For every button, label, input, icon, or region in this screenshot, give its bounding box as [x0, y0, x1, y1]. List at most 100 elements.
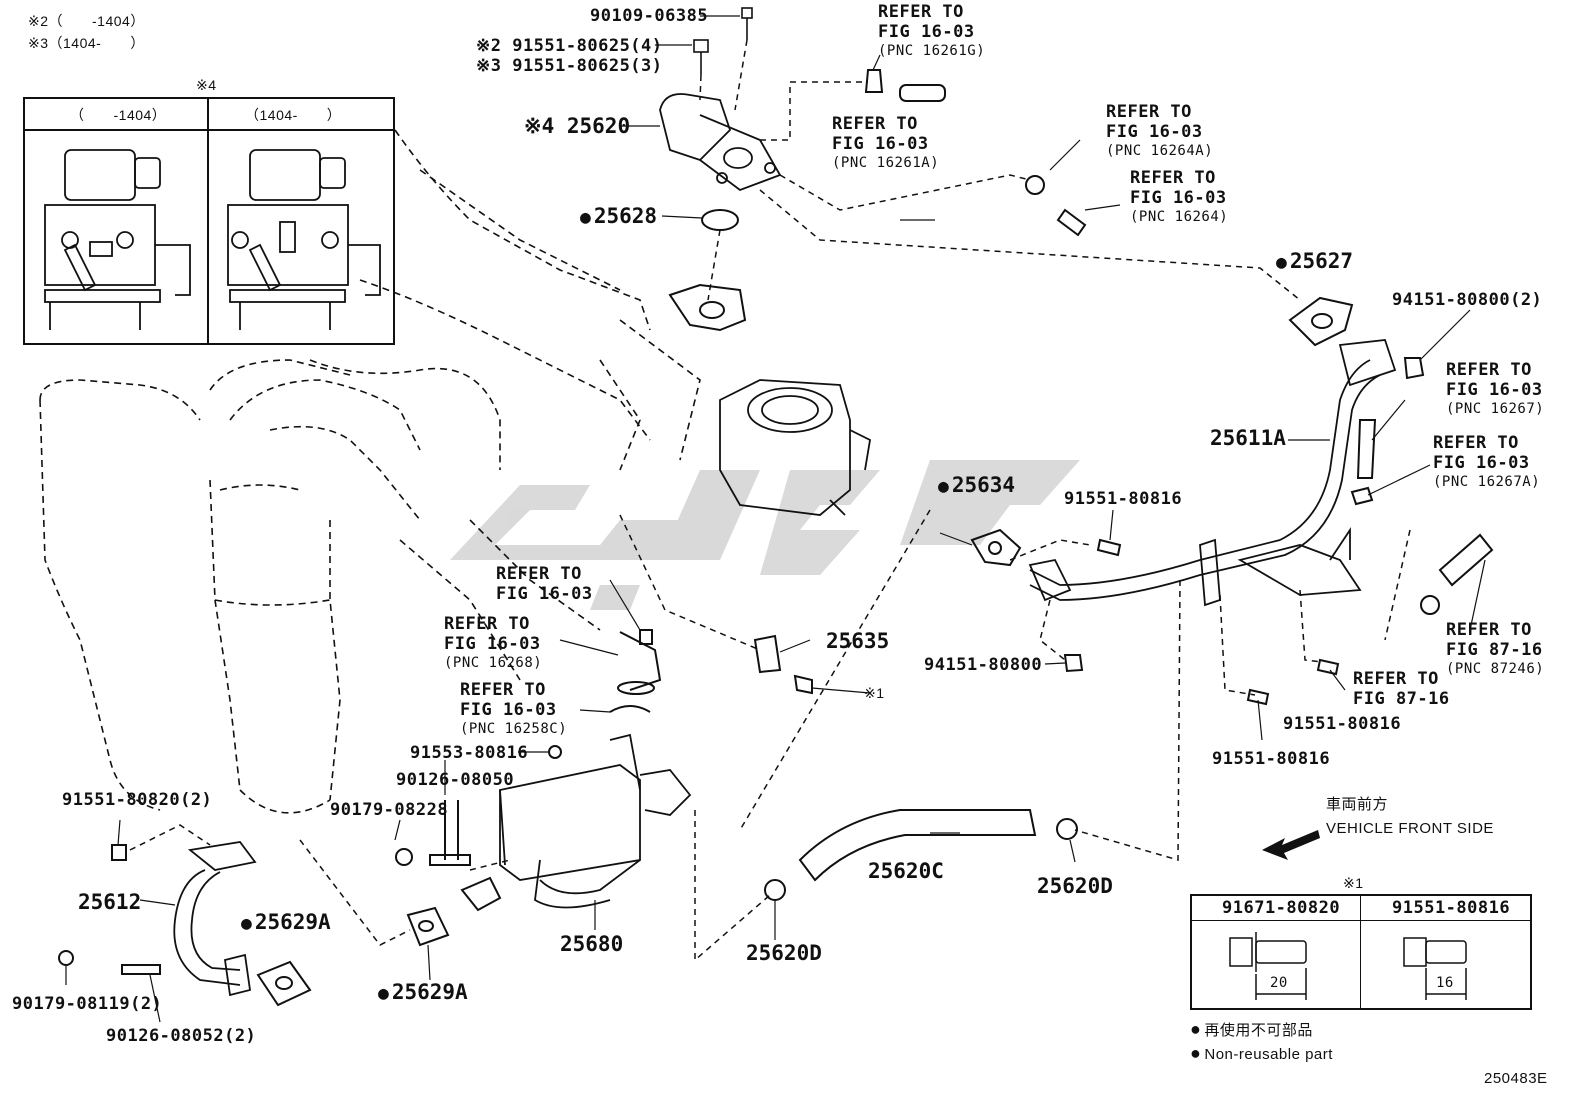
- refer-16267A: REFER TO FIG 16-03 (PNC 16267A): [1433, 433, 1541, 490]
- front-label-en: VEHICLE FRONT SIDE: [1326, 820, 1494, 837]
- clamp-87246: [1420, 595, 1440, 615]
- pipe-25612: [173, 841, 257, 997]
- refer-16261A: REFER TO FIG 16-03 (PNC 16261A): [832, 114, 940, 171]
- nut-94151-top: [1403, 357, 1425, 380]
- bolt-91551-80820: [111, 844, 127, 861]
- part-label: 25620C: [868, 859, 944, 883]
- front-label-jp: 車両前方: [1326, 796, 1389, 813]
- bolt-table: 91671-80820 91551-80816 20 16: [1190, 894, 1532, 1010]
- nut-90179-08119: [58, 950, 74, 966]
- nut-90179-08228: [395, 848, 413, 866]
- gasket-25628: [701, 209, 739, 231]
- part-label: 25620D: [746, 941, 822, 965]
- inset-left-header: （ -1404）: [70, 107, 167, 123]
- bolt-table-col2: 91551-80816: [1392, 898, 1511, 918]
- gasket-16258C: [609, 705, 651, 713]
- engine-outline: [39, 129, 701, 814]
- bolt-dim-16: 16: [1436, 975, 1454, 991]
- refer-16264: REFER TO FIG 16-03 (PNC 16264): [1130, 168, 1229, 225]
- nut-94151: [1063, 654, 1084, 673]
- bracket-25635: [753, 634, 782, 674]
- bolt-table-mark: ※1: [1343, 875, 1364, 891]
- egr-cooler-25680: [499, 733, 692, 909]
- part-label: 91551-80820(2): [62, 790, 213, 810]
- bolt-91553: [548, 745, 562, 759]
- refer-87-16: REFER TO FIG 87-16: [1353, 669, 1450, 709]
- part-label: 94151-80800(2): [1392, 290, 1543, 310]
- egr-valve: [659, 93, 782, 192]
- legend-jp: 再使用不可部品: [1190, 1020, 1313, 1040]
- hose-16267: [1356, 419, 1377, 479]
- part-label: 91551-80816: [1212, 749, 1331, 769]
- clamp-16267A: [1350, 486, 1374, 506]
- part-label: 94151-80800: [924, 655, 1043, 675]
- hose-16261G: [899, 84, 946, 102]
- note-1-ref: ※1: [864, 685, 885, 701]
- part-label: ※3 91551-80625(3): [476, 56, 663, 76]
- pipe-16268: [619, 631, 662, 691]
- inset-mark: ※4: [196, 77, 217, 93]
- bolt-91551-80816-a: [1096, 538, 1122, 557]
- part-label: 90179-08119(2): [12, 994, 163, 1014]
- clamp-25620D-right: [1056, 818, 1078, 840]
- part-label: 90179-08228: [330, 800, 449, 820]
- note-3: ※3（1404- ）: [28, 35, 145, 51]
- legend-en: Non-reusable part: [1190, 1044, 1333, 1064]
- part-label: 25635: [826, 629, 890, 653]
- part-label-nonreusable: 25628: [580, 204, 657, 230]
- front-arrow-icon: [1262, 830, 1320, 860]
- bolt-note1: [793, 674, 813, 695]
- part-label-nonreusable: 25629A: [241, 910, 331, 936]
- bolt-91551-80816-b: [1316, 658, 1340, 676]
- part-label: 91551-80816: [1064, 489, 1183, 509]
- gasket-25627: [1288, 296, 1354, 347]
- part-label: 90126-08050: [396, 770, 515, 790]
- refer-87246: REFER TO FIG 87-16 (PNC 87246): [1446, 620, 1545, 677]
- bolt-91551-80625: [693, 39, 709, 75]
- refer-16268: REFER TO FIG 16-03 (PNC 16268): [444, 614, 543, 671]
- bolt-16-03: [639, 629, 653, 645]
- part-label-nonreusable: 25627: [1276, 249, 1353, 275]
- gasket-25634: [970, 528, 1022, 567]
- refer-16261G: REFER TO FIG 16-03 (PNC 16261G): [878, 2, 986, 59]
- refer-16267: REFER TO FIG 16-03 (PNC 16267): [1446, 360, 1545, 417]
- clamp-16264A: [1025, 175, 1045, 195]
- hose-87246: [1438, 533, 1494, 587]
- refer-16264A: REFER TO FIG 16-03 (PNC 16264A): [1106, 102, 1214, 159]
- bolt-91551-80816-c: [1246, 688, 1270, 706]
- part-label: ※2 91551-80625(4): [476, 36, 663, 56]
- inset-right-header: （1404- ）: [245, 107, 342, 123]
- bolt-drawings: [1229, 932, 1467, 1000]
- stud-90126-08050: [429, 854, 471, 866]
- intake-flange: [668, 283, 747, 332]
- note-2: ※2（ -1404）: [28, 13, 145, 29]
- part-label: 25612: [78, 890, 142, 914]
- throttle-body: [719, 379, 871, 516]
- clamp-16261A: [864, 69, 884, 93]
- stud-90126-08052: [121, 964, 161, 975]
- gasket-25629A-left: [256, 960, 312, 1007]
- part-label: 25611A: [1210, 426, 1286, 450]
- part-label-nonreusable: 25634: [938, 473, 1015, 499]
- part-label: 90126-08052(2): [106, 1026, 257, 1046]
- part-label: 91553-80816: [410, 743, 529, 763]
- part-label-nonreusable: 25629A: [378, 980, 468, 1006]
- part-label: 90109-06385: [590, 6, 709, 26]
- egr-valve-variant-right: [227, 149, 381, 330]
- refer-16-03: REFER TO FIG 16-03: [496, 564, 593, 604]
- part-label: 25620D: [1037, 874, 1113, 898]
- hose-25620C: [798, 809, 1037, 882]
- hose-16264: [1056, 208, 1087, 237]
- part-label: ※4 25620: [524, 114, 631, 138]
- part-label: 25680: [560, 932, 624, 956]
- refer-16258C: REFER TO FIG 16-03 (PNC 16258C): [460, 680, 568, 737]
- gasket-upper: [460, 876, 502, 912]
- diagram-code: 250483E: [1484, 1070, 1548, 1087]
- part-label: 91551-80816: [1283, 714, 1402, 734]
- bolt-90109: [741, 7, 753, 40]
- egr-valve-variant-left: [44, 149, 191, 330]
- bolt-dim-20: 20: [1270, 975, 1288, 991]
- gasket-25629A-right: [406, 906, 450, 947]
